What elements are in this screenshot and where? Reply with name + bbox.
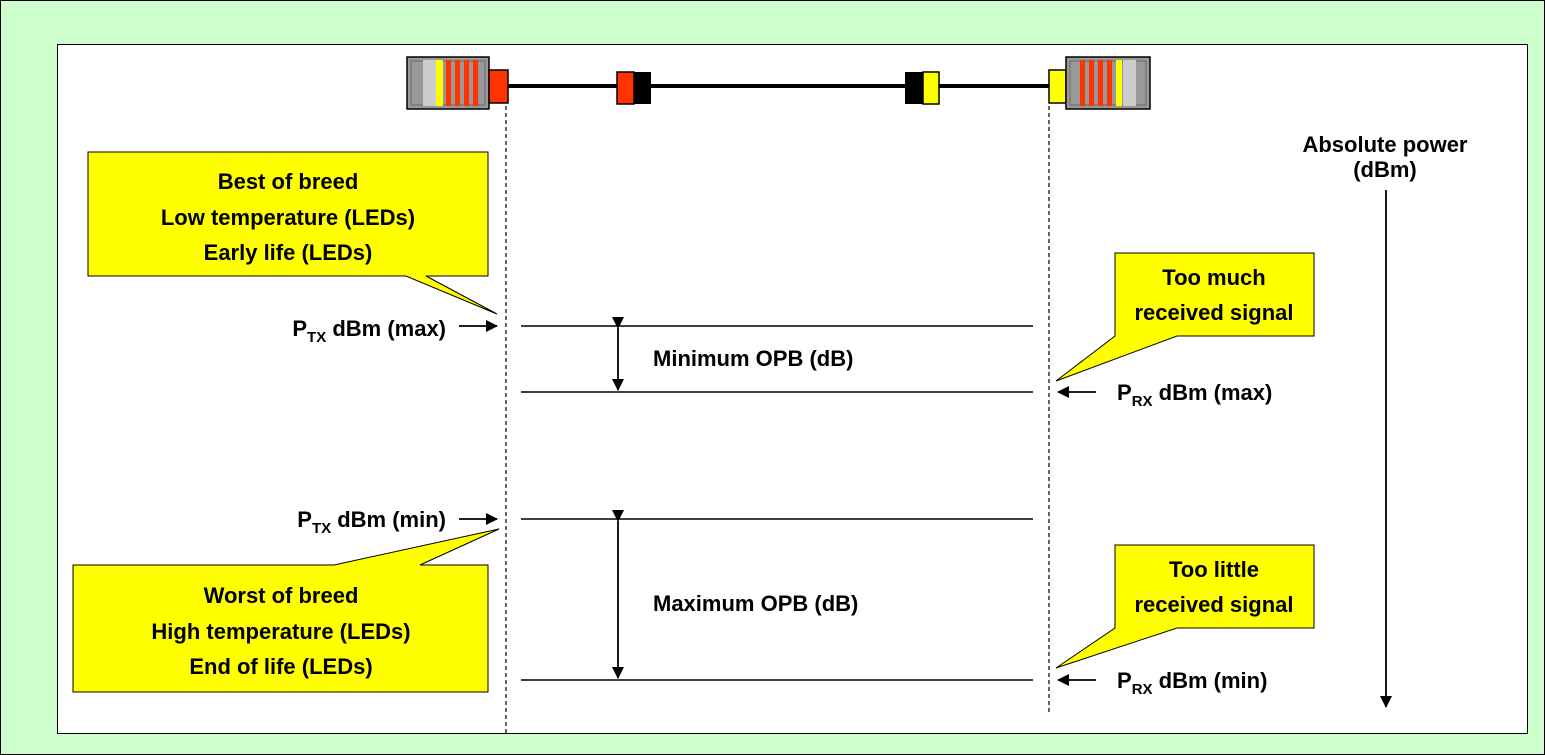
patch-connector-b-icon bbox=[905, 71, 940, 105]
svg-text:Early life (LEDs): Early life (LEDs) bbox=[204, 240, 373, 265]
prx-max-label: PRX dBm (max) bbox=[1117, 380, 1272, 410]
max-opb-label: Maximum OPB (dB) bbox=[653, 591, 858, 616]
absolute-power-label: Absolute power bbox=[1302, 132, 1467, 157]
svg-text:Worst of breed: Worst of breed bbox=[204, 583, 359, 608]
svg-text:received signal: received signal bbox=[1135, 592, 1294, 617]
svg-text:End of life (LEDs): End of life (LEDs) bbox=[189, 654, 372, 679]
absolute-power-unit: (dBm) bbox=[1353, 157, 1417, 182]
svg-text:Too much: Too much bbox=[1162, 265, 1265, 290]
tx-transceiver-icon bbox=[406, 56, 509, 110]
svg-text:Too little: Too little bbox=[1169, 557, 1259, 582]
svg-text:received signal: received signal bbox=[1135, 300, 1294, 325]
patch-connector-a-icon bbox=[616, 71, 651, 105]
best-of-breed-callout: Best of breed Low temperature (LEDs) Ear… bbox=[87, 151, 498, 315]
too-much-signal-callout: Too much received signal bbox=[1055, 252, 1315, 382]
worst-of-breed-callout: Worst of breed High temperature (LEDs) E… bbox=[72, 528, 500, 693]
rx-transceiver-icon bbox=[1048, 56, 1151, 110]
min-opb-label: Minimum OPB (dB) bbox=[653, 346, 853, 371]
svg-text:High temperature (LEDs): High temperature (LEDs) bbox=[151, 619, 410, 644]
ptx-min-label: PTX dBm (min) bbox=[297, 507, 446, 537]
svg-text:Best of breed: Best of breed bbox=[218, 169, 359, 194]
prx-min-label: PRX dBm (min) bbox=[1117, 668, 1267, 698]
ptx-max-label: PTX dBm (max) bbox=[292, 316, 446, 346]
too-little-signal-callout: Too little received signal bbox=[1055, 544, 1315, 669]
svg-text:Low temperature (LEDs): Low temperature (LEDs) bbox=[161, 205, 415, 230]
fiber-link bbox=[406, 56, 1151, 110]
